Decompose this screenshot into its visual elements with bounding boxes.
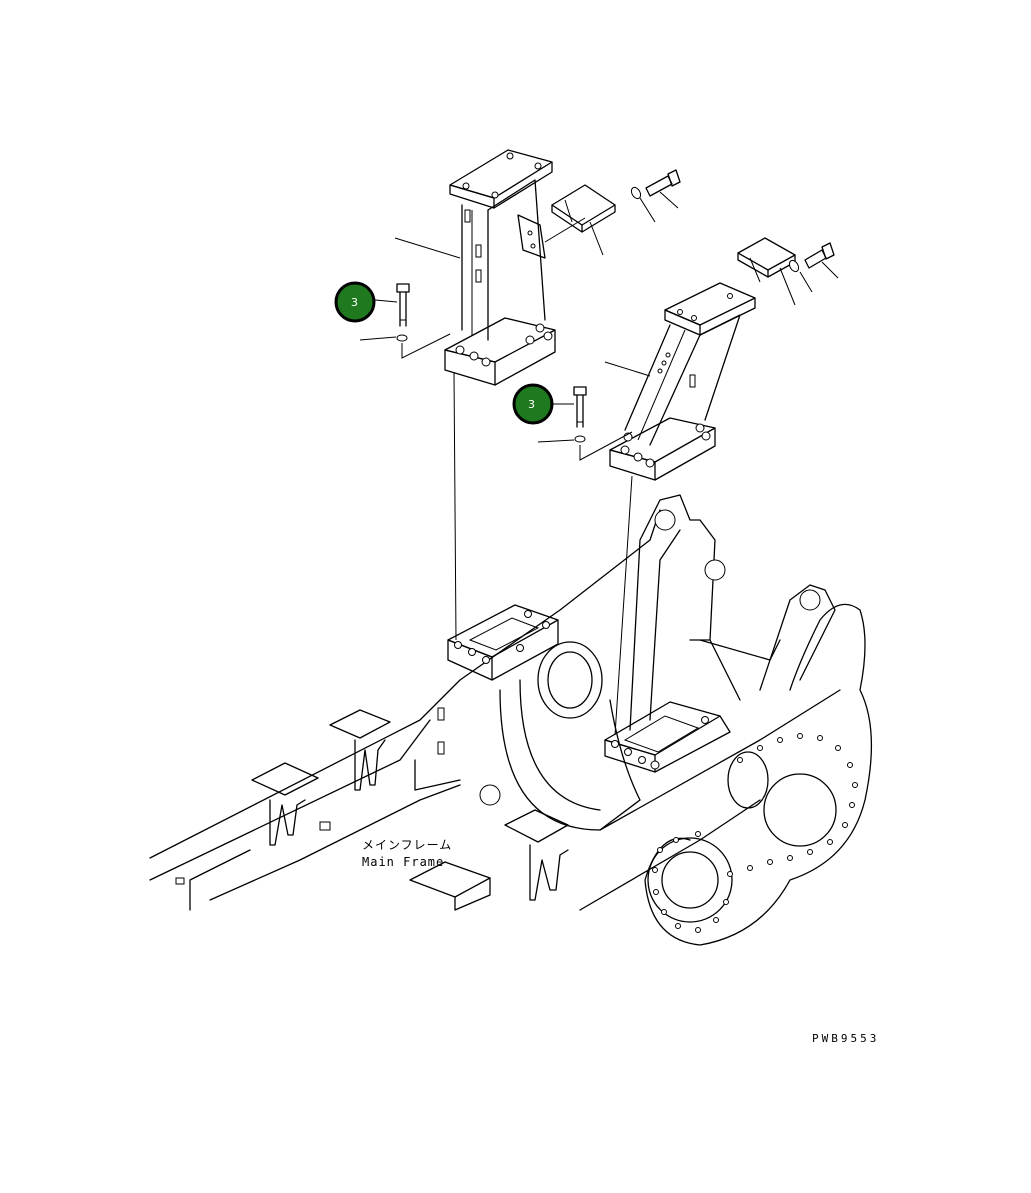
assembly-guide-lines [453,371,633,736]
callout-3-right: 3 [512,383,554,425]
drawing-code: PWB9553 [812,1032,879,1045]
label-main-frame-jp: メインフレーム [362,838,452,852]
right-mount-bracket [604,282,756,481]
bolt-right [537,386,633,461]
label-main-frame-en: Main Frame [362,855,444,869]
callout-3-left: 3 [334,281,376,323]
right-bolt-washer [788,242,839,293]
callout-3-right-number: 3 [528,398,535,411]
main-frame [149,494,873,946]
left-spacer-plate [544,184,616,256]
callout-3-left-number: 3 [351,296,358,309]
bolt-left [359,283,451,359]
left-bolt-washer [630,169,681,223]
right-spacer-plate [737,237,796,306]
bolt-circle-holes [652,733,858,933]
left-mount-bracket [394,149,556,386]
